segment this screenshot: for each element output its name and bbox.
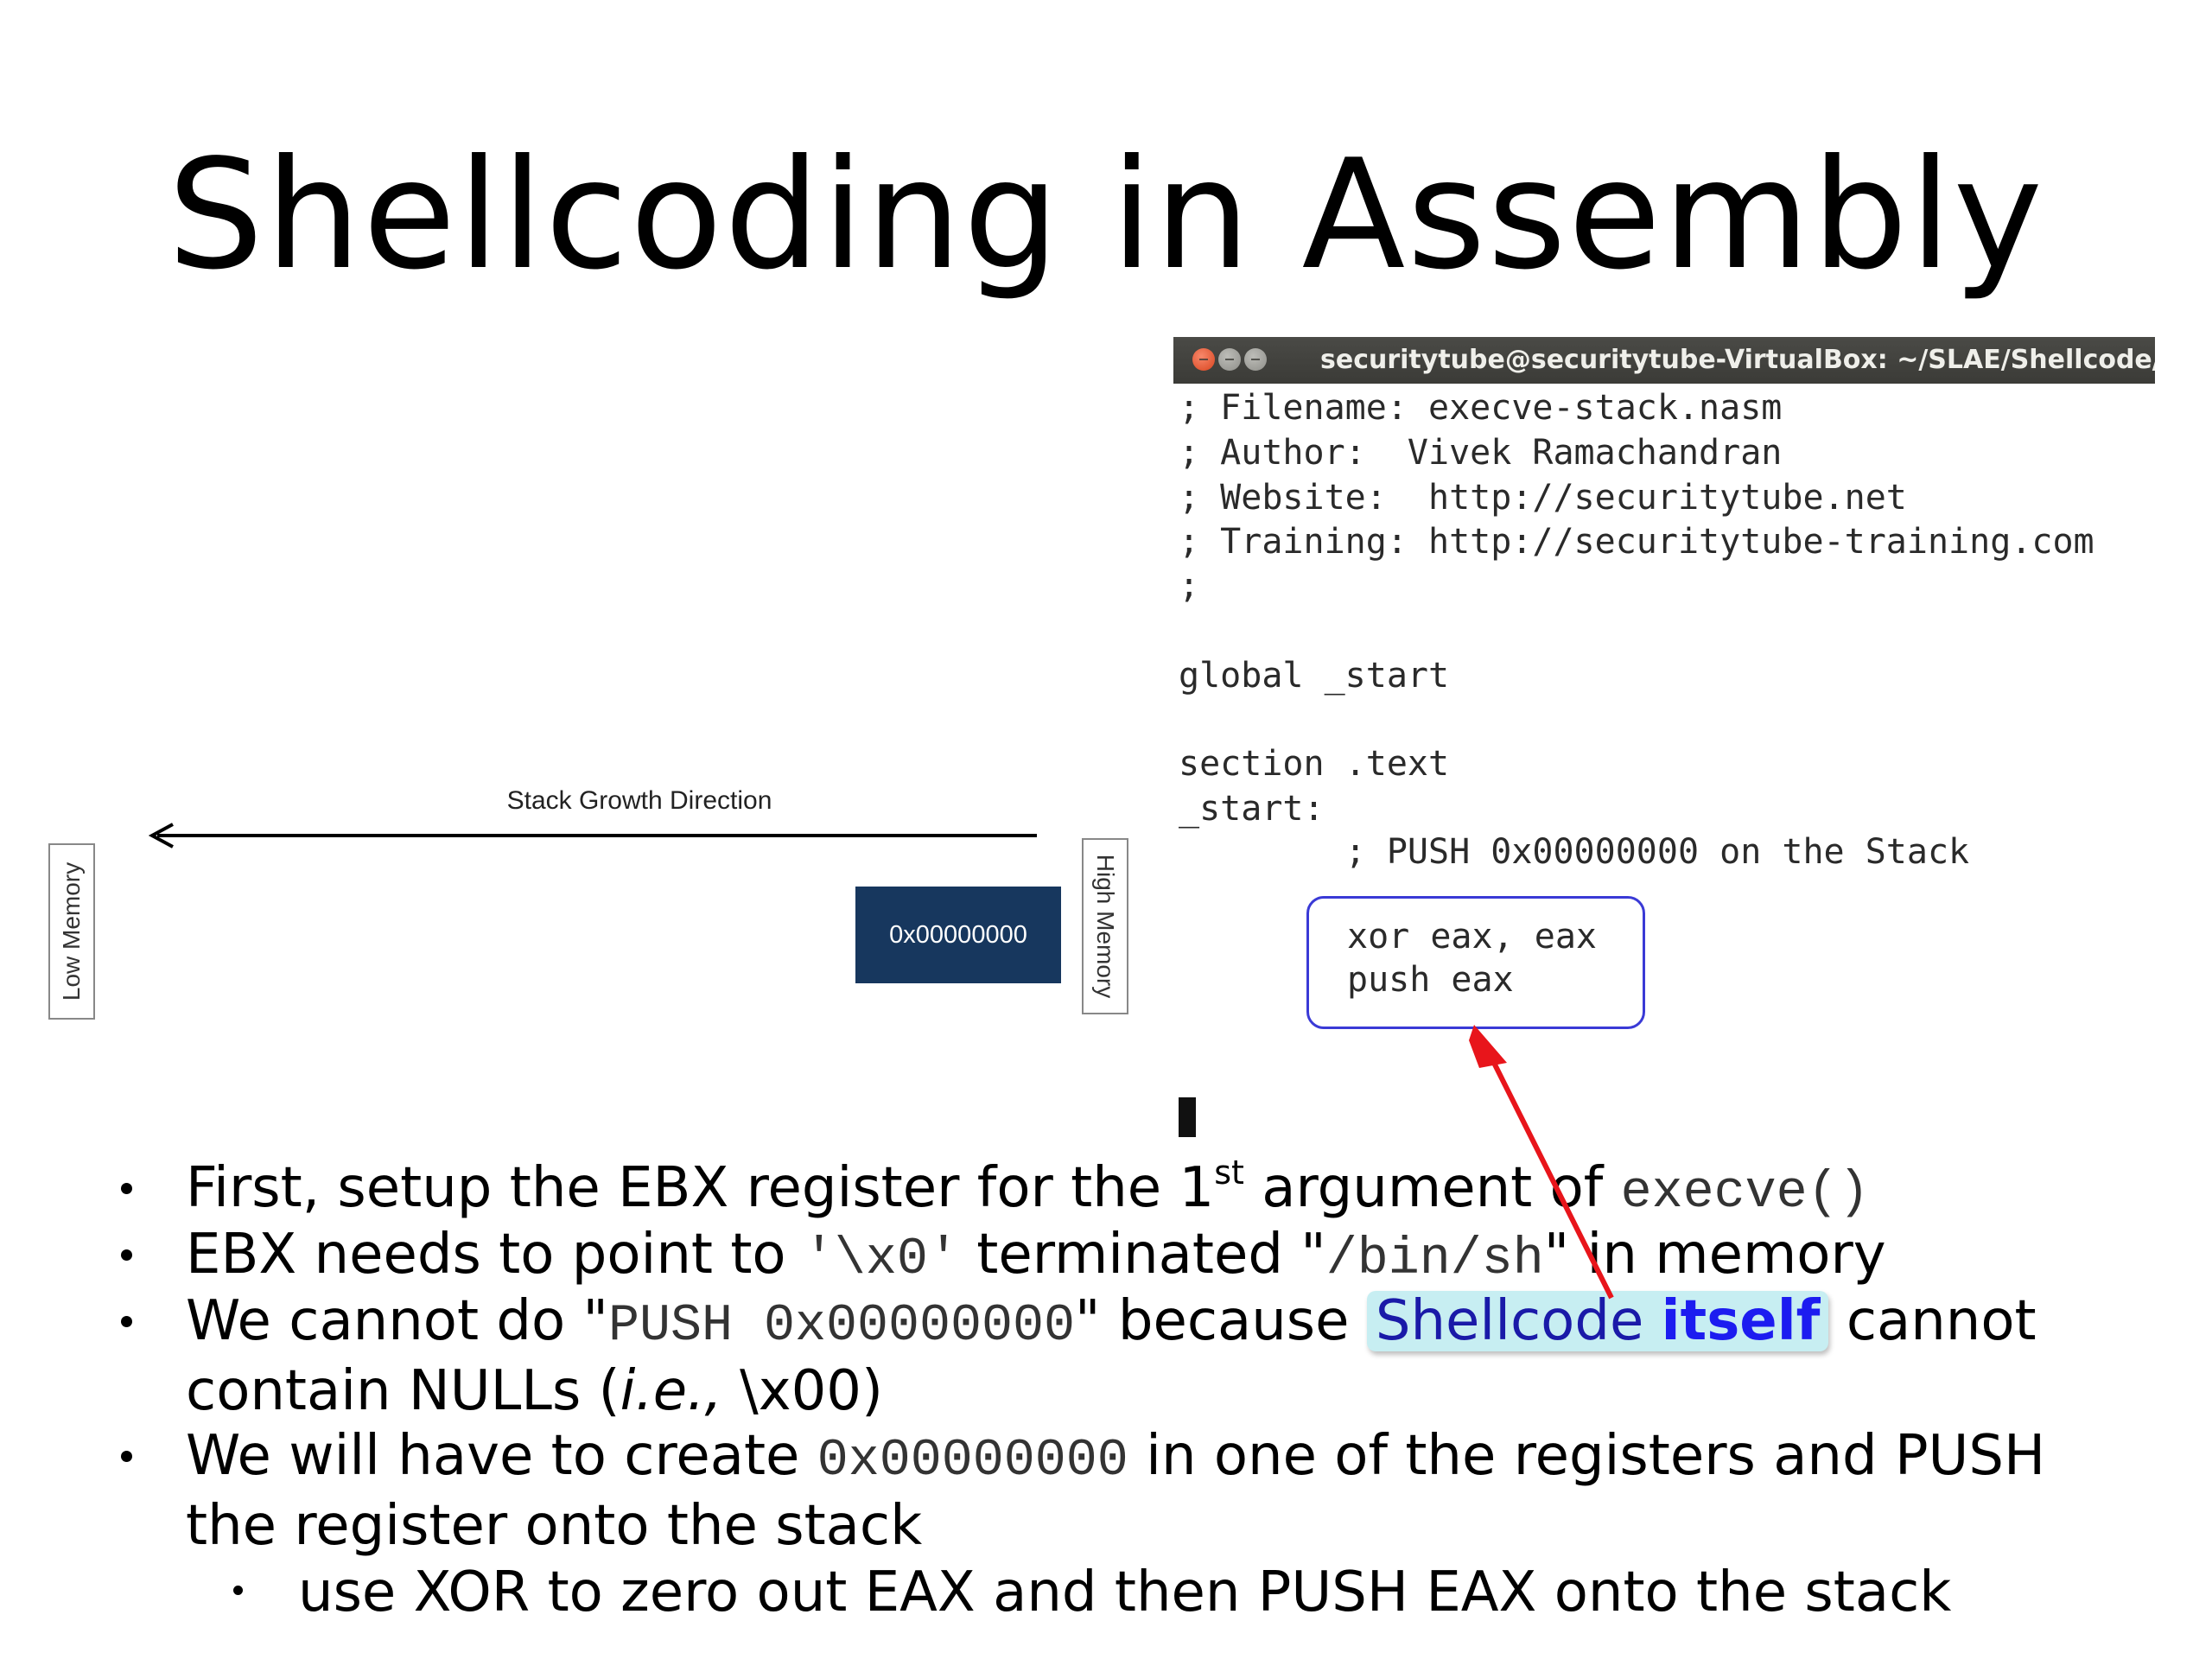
stack-diagram: Stack Growth Direction Low Memory 0x0000… (35, 769, 1149, 1028)
bullet-3-line2-post: \x00) (721, 1359, 883, 1423)
bullet-2-post: " in memory (1543, 1223, 1886, 1287)
minimize-icon[interactable] (1218, 348, 1241, 371)
bullet-4-text: We will have to create (186, 1424, 817, 1488)
bullet-4-code: 0x00000000 (817, 1432, 1128, 1491)
code-line: ; (1179, 566, 1200, 606)
bullet-dot (121, 1249, 132, 1261)
bullet-2-code: '\x0' (803, 1230, 959, 1289)
close-icon[interactable] (1192, 348, 1215, 371)
stack-growth-arrow (148, 823, 1037, 849)
high-memory-label: High Memory (1082, 838, 1128, 1014)
sub-bullet-1: use XOR to zero out EAX and then PUSH EA… (298, 1560, 1952, 1624)
itself-word: itself (1661, 1289, 1821, 1353)
bullet-3-line2-pre: contain NULLs ( (186, 1359, 620, 1423)
bullet-1-code: execve() (1620, 1164, 1870, 1223)
code-line: ; PUSH 0x00000000 on the Stack (1179, 832, 1970, 872)
bullet-3-mid: " because (1075, 1289, 1367, 1353)
bullet-3-post: cannot (1828, 1289, 2037, 1353)
maximize-icon[interactable] (1244, 348, 1267, 371)
slide-title: Shellcoding in Assembly (167, 128, 2045, 303)
bullet-4-line-2: the register onto the stack (186, 1494, 923, 1558)
bullet-2: EBX needs to point to '\x0' terminated "… (186, 1222, 1886, 1293)
bullet-1: First, setup the EBX register for the 1s… (186, 1155, 1870, 1226)
code-line: ; Author: Vivek Ramachandran (1179, 433, 1783, 473)
code-line: ; Training: http://securitytube-training… (1179, 522, 2094, 562)
stack-growth-label: Stack Growth Direction (506, 786, 772, 815)
shellcode-highlight: Shellcode itself (1366, 1289, 1829, 1353)
bullet-1-sup: st (1214, 1154, 1244, 1192)
bullet-4: We will have to create 0x00000000 in one… (186, 1423, 2045, 1494)
bullet-3-line2-ital: i.e., (620, 1359, 722, 1423)
bullet-dot (121, 1183, 132, 1194)
shellcode-word: Shellcode (1375, 1289, 1662, 1353)
code-line: ; Filename: execve-stack.nasm (1179, 388, 1783, 428)
bullet-2-mid: terminated " (958, 1223, 1326, 1287)
bullet-4-post: in one of the registers and PUSH (1128, 1424, 2046, 1488)
sub-bullet-dot (233, 1586, 243, 1595)
stack-value-block: 0x00000000 (855, 887, 1061, 983)
code-line-push: push eax (1347, 960, 1514, 1000)
highlighted-code-box: xor eax, eax push eax (1306, 896, 1645, 1029)
code-line-xor: xor eax, eax (1347, 917, 1597, 957)
bullet-3-text: We cannot do " (186, 1289, 608, 1353)
bullet-3-line-2: contain NULLs (i.e., \x00) (186, 1358, 883, 1424)
terminal-title: securitytube@securitytube-VirtualBox: ~/… (1320, 345, 2155, 375)
code-line: global _start (1179, 656, 1450, 696)
high-memory-text: High Memory (1092, 854, 1119, 999)
bullet-dot (121, 1316, 132, 1327)
code-line: ; Website: http://securitytube.net (1179, 478, 1907, 518)
terminal-cursor (1179, 1097, 1196, 1137)
bullet-1-mid: argument of (1243, 1156, 1621, 1220)
code-line: section .text (1179, 744, 1450, 784)
bullet-1-text: First, setup the EBX register for the 1 (186, 1156, 1215, 1220)
low-memory-text: Low Memory (58, 861, 85, 1001)
bullet-3: We cannot do "PUSH 0x00000000" because S… (186, 1288, 2037, 1359)
bullet-3-code: PUSH 0x00000000 (607, 1297, 1076, 1356)
bullet-dot (121, 1451, 132, 1462)
bullet-2-text: EBX needs to point to (186, 1223, 804, 1287)
terminal-window: securitytube@securitytube-VirtualBox: ~/… (1173, 337, 2155, 1141)
terminal-titlebar: securitytube@securitytube-VirtualBox: ~/… (1173, 337, 2155, 384)
code-line: _start: (1179, 789, 1325, 829)
low-memory-label: Low Memory (48, 843, 95, 1020)
bullet-2-path: /bin/sh (1325, 1230, 1544, 1289)
